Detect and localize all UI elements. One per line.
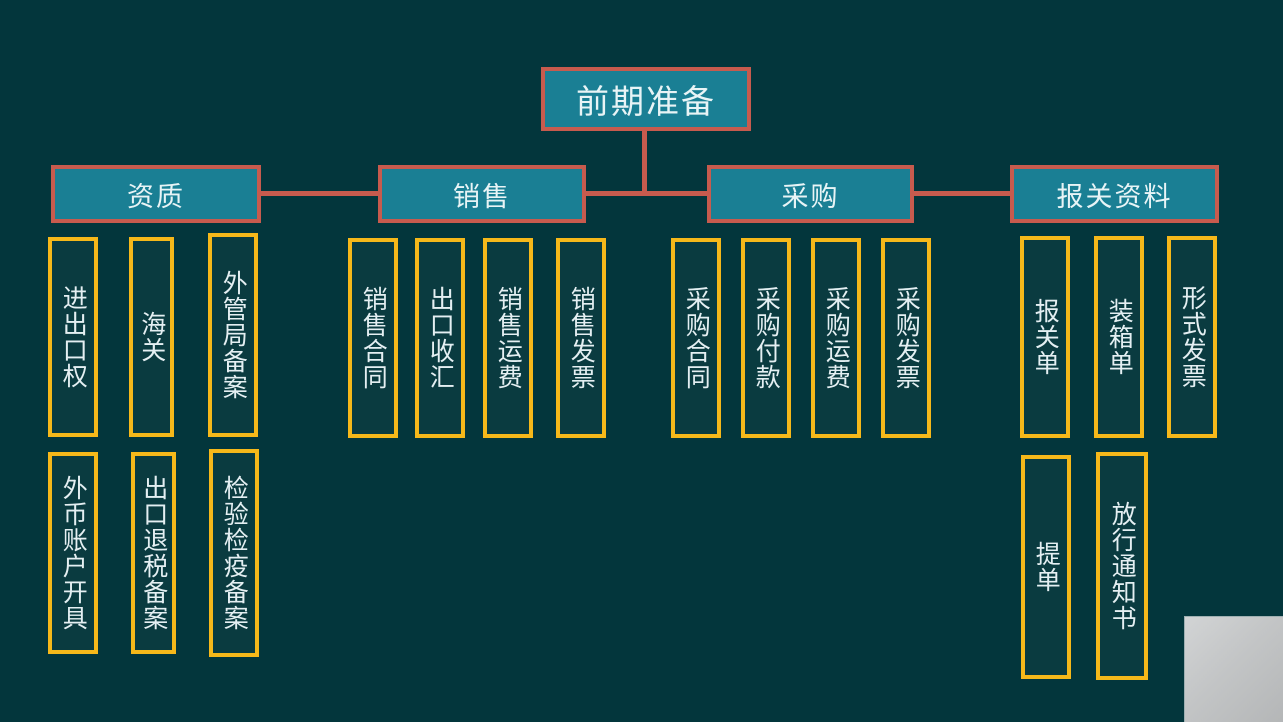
category-node-qualification[interactable]: 资质 [51,165,261,223]
leaf-label: 装箱单 [1105,298,1134,376]
leaf-box[interactable]: 放行通知书 [1096,452,1148,680]
leaf-label: 采购运费 [822,286,851,390]
category-node-sales[interactable]: 销售 [378,165,586,223]
leaf-box[interactable]: 报关单 [1020,236,1070,438]
leaf-box[interactable]: 销售运费 [483,238,533,438]
leaf-label: 出口收汇 [426,286,455,390]
leaf-box[interactable]: 外管局备案 [208,233,258,437]
category-label: 资质 [127,181,185,212]
leaf-label: 提单 [1032,541,1061,593]
corner-overlay-panel [1184,616,1283,722]
category-node-procurement[interactable]: 采购 [707,165,914,223]
leaf-box[interactable]: 提单 [1021,455,1071,679]
leaf-box[interactable]: 销售合同 [348,238,398,438]
leaf-label: 销售运费 [494,286,523,390]
leaf-box[interactable]: 出口退税备案 [131,452,176,654]
leaf-label: 进出口权 [59,285,88,389]
leaf-box[interactable]: 采购发票 [881,238,931,438]
leaf-label: 销售发票 [567,286,596,390]
leaf-label: 外币账户开具 [59,475,88,631]
leaf-label: 海关 [137,311,166,363]
category-node-customs-documents[interactable]: 报关资料 [1010,165,1219,223]
leaf-label: 销售合同 [359,286,388,390]
leaf-box[interactable]: 采购付款 [741,238,791,438]
category-label: 报关资料 [1056,181,1173,212]
leaf-label: 采购付款 [752,286,781,390]
leaf-box[interactable]: 检验检疫备案 [209,449,259,657]
connector-category-bus-left [255,191,385,196]
leaf-label: 采购合同 [682,286,711,390]
connector-category-bus-right [906,191,1018,196]
leaf-label: 放行通知书 [1108,501,1137,631]
category-label: 销售 [453,181,511,212]
leaf-box[interactable]: 采购合同 [671,238,721,438]
leaf-box[interactable]: 装箱单 [1094,236,1144,438]
leaf-label: 采购发票 [892,286,921,390]
leaf-box[interactable]: 采购运费 [811,238,861,438]
leaf-box[interactable]: 外币账户开具 [48,452,98,654]
category-label: 采购 [781,181,840,212]
leaf-box[interactable]: 海关 [129,237,174,437]
leaf-label: 形式发票 [1178,285,1207,389]
leaf-label: 检验检疫备案 [220,475,249,631]
leaf-box[interactable]: 形式发票 [1167,236,1217,438]
leaf-box[interactable]: 进出口权 [48,237,98,437]
leaf-box[interactable]: 销售发票 [556,238,606,438]
connector-category-bus-center [580,191,715,196]
leaf-label: 报关单 [1031,298,1060,376]
root-node[interactable]: 前期准备 [541,67,751,131]
leaf-label: 出口退税备案 [139,475,168,631]
leaf-label: 外管局备案 [219,270,248,400]
leaf-box[interactable]: 出口收汇 [415,238,465,438]
connector-root-stem [642,130,647,194]
root-node-label: 前期准备 [576,83,716,120]
